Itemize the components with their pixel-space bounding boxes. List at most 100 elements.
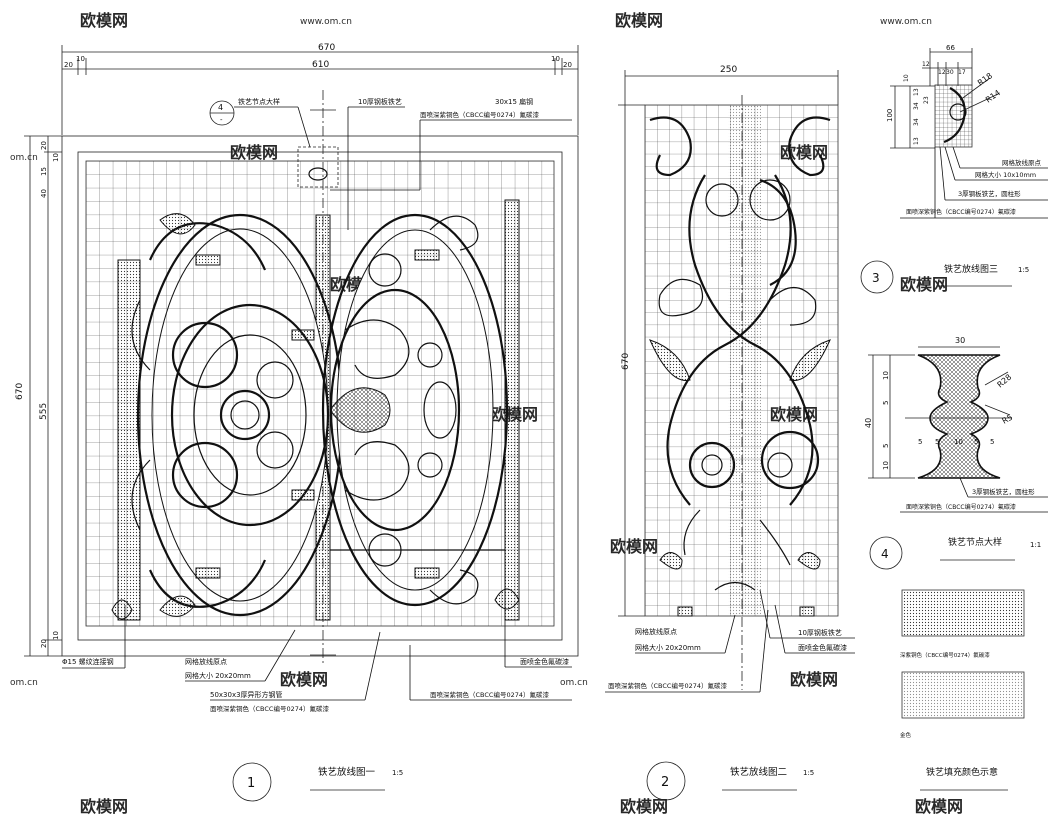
d2-callout-finish: 面喷深紫铜色（CBCC编号0274）氟碳漆 bbox=[608, 681, 728, 690]
watermark-brand: 欧模网 bbox=[80, 11, 128, 30]
dim-height-inner: 555 bbox=[39, 403, 49, 420]
callout-gold-finish: 面喷金色氟碳漆 bbox=[520, 657, 569, 666]
left-post bbox=[117, 259, 141, 621]
drawing-1-number-circle bbox=[232, 762, 272, 802]
d4-dim-v10a: 10 bbox=[882, 371, 890, 380]
callout-rod: Φ15 螺纹连接钢 bbox=[62, 657, 114, 666]
d2-callout-thick-iron: 10厚钢板铁艺 bbox=[798, 628, 842, 637]
d2-callout-gold-finish: 面喷金色氟碳漆 bbox=[798, 643, 847, 652]
drawing-2-title: 铁艺放线图二 bbox=[730, 766, 787, 778]
watermark-brand: 欧模网 bbox=[900, 275, 948, 294]
dim-right-b: 20 bbox=[563, 61, 572, 69]
d2-callout-grid-size: 网格大小 20x20mm bbox=[635, 643, 701, 652]
drawing-3-number: 3 bbox=[872, 271, 880, 285]
dim-right-a: 10 bbox=[551, 55, 560, 63]
drawing-4-title: 铁艺节点大样 bbox=[948, 536, 1002, 548]
watermark-brand: 欧模网 bbox=[915, 797, 963, 816]
d3-dim-12b: 12 bbox=[938, 69, 946, 76]
d3-dim-34b: 34 bbox=[913, 118, 920, 126]
d3-dim-34a: 34 bbox=[913, 102, 920, 110]
d4-callout-iron: 3厚钢板铁艺，圆柱形 bbox=[972, 487, 1035, 496]
watermark-url: om.cn bbox=[10, 153, 38, 163]
d3-r14: R14 bbox=[984, 88, 1002, 104]
d3-dim-23: 23 bbox=[923, 96, 930, 104]
d4-r28: R28 bbox=[996, 373, 1014, 390]
d4-dim-v10b: 10 bbox=[882, 461, 890, 470]
dim-d2-width: 250 bbox=[720, 65, 737, 75]
fill-color-legend: 深紫铜色（CBCC编号0274）氟碳漆 金色 铁艺填充颜色示意 bbox=[900, 589, 1025, 791]
drawing-4-scale: 1:1 bbox=[1030, 541, 1041, 549]
watermark-brand: 欧模网 bbox=[790, 670, 838, 689]
watermark-brand: 欧模网 bbox=[620, 797, 668, 816]
detail-box bbox=[297, 146, 339, 188]
right-post bbox=[504, 199, 520, 621]
dim-height-total: 670 bbox=[15, 383, 25, 400]
inner-frame bbox=[77, 151, 563, 641]
d3-dim-13a: 13 bbox=[913, 88, 920, 96]
node-detail-sheet: - bbox=[220, 116, 223, 124]
d4-dim-h5d: 5 bbox=[990, 438, 994, 446]
d3-dim-17: 17 bbox=[958, 69, 966, 76]
node-detail-num: 4 bbox=[218, 103, 223, 112]
drawing-2-scale: 1:5 bbox=[803, 769, 814, 777]
callout-tube-finish: 面喷深紫铜色（CBCC编号0274）氟碳漆 bbox=[210, 704, 330, 713]
d4-dim-h10: 10 bbox=[954, 438, 963, 446]
watermark-brand: 欧模网 bbox=[280, 670, 328, 689]
drawing-4-number: 4 bbox=[881, 547, 889, 561]
watermark-url: om.cn bbox=[560, 678, 588, 688]
legend-title: 铁艺填充颜色示意 bbox=[926, 766, 998, 778]
callout-grid-size: 网格大小 20x20mm bbox=[185, 671, 251, 680]
d4-node-profile bbox=[917, 354, 1001, 479]
dim-v-top2: 10 bbox=[52, 153, 60, 162]
watermark-url: www.om.cn bbox=[300, 17, 352, 27]
d3-callout-iron: 3厚钢板铁艺，圆柱形 bbox=[958, 189, 1021, 198]
dim-overall: 670 bbox=[318, 43, 335, 53]
d3-dim-12a: 12 bbox=[922, 61, 930, 68]
d4-dim-v5a: 5 bbox=[882, 401, 890, 405]
watermark-brand: 欧模网 bbox=[80, 797, 128, 816]
d3-r18: R18 bbox=[976, 71, 994, 87]
d4-r5: R5 bbox=[1001, 413, 1015, 426]
watermark-brand: 欧模网 bbox=[230, 143, 278, 162]
callout-bottom-finish: 面喷深紫铜色（CBCC编号0274）氟碳漆 bbox=[430, 690, 550, 699]
callout-finish-top: 面喷深紫铜色（CBCC编号0274）氟碳漆 bbox=[420, 110, 540, 119]
d3-dim-30: 30 bbox=[946, 69, 954, 76]
legend-item-copper: 深紫铜色（CBCC编号0274）氟碳漆 bbox=[900, 651, 990, 659]
dim-left-b: 10 bbox=[76, 55, 85, 63]
dim-d2-height: 670 bbox=[621, 353, 631, 370]
drawing-2-number-circle bbox=[646, 761, 686, 801]
d3-dim-66: 66 bbox=[946, 44, 955, 52]
d3-callout-grid-line: 网格放线原点 bbox=[1002, 158, 1042, 167]
legend-swatch-gold bbox=[901, 671, 1025, 719]
watermark-url: www.om.cn bbox=[880, 17, 932, 27]
drawing-1-ironwork: 670 610 20 10 10 20 670 555 20 10 15 40 … bbox=[15, 43, 579, 802]
dim-v-top1: 20 bbox=[40, 141, 48, 150]
d4-dim-h5b: 5 bbox=[935, 438, 939, 446]
drawing-1-scale: 1:5 bbox=[392, 769, 403, 777]
dim-v-15: 15 bbox=[40, 167, 48, 176]
dim-v-40: 40 bbox=[40, 189, 48, 198]
drawing-3-number-circle bbox=[860, 260, 894, 294]
drawing-1-title: 铁艺放线图一 bbox=[318, 766, 376, 778]
callout-node-detail: 铁艺节点大样 bbox=[238, 97, 280, 106]
outer-frame bbox=[61, 135, 579, 657]
watermark-brand: 欧模网 bbox=[615, 11, 663, 30]
legend-swatch-copper bbox=[901, 589, 1025, 637]
dim-inner: 610 bbox=[312, 60, 329, 70]
d4-dim-v5b: 5 bbox=[882, 444, 890, 448]
drawing-3-scale: 1:5 bbox=[1018, 266, 1029, 274]
callout-flat-steel: 30x15 扁钢 bbox=[495, 97, 533, 106]
d3-dim-13b: 13 bbox=[913, 137, 920, 145]
legend-item-gold: 金色 bbox=[900, 731, 912, 739]
callout-tube: 50x30x3厚异形方钢管 bbox=[210, 690, 283, 699]
dim-left-a: 20 bbox=[64, 61, 73, 69]
drawing-4-number-circle bbox=[869, 536, 903, 570]
drawing-4-node-detail: 30 40 10 5 5 10 5 5 10 5 5 R28 R5 3厚钢板铁艺… bbox=[864, 336, 1048, 570]
callout-grid-line: 网格放线原点 bbox=[185, 657, 227, 666]
d2-callout-grid-line: 网格放线原点 bbox=[635, 627, 677, 636]
d4-dim-40: 40 bbox=[864, 418, 873, 428]
dim-v-bot1: 20 bbox=[40, 639, 48, 648]
d3-callout-finish: 面喷深紫铜色（CBCC编号0274）氟碳漆 bbox=[906, 208, 1016, 216]
dim-v-bot2: 10 bbox=[52, 631, 60, 640]
